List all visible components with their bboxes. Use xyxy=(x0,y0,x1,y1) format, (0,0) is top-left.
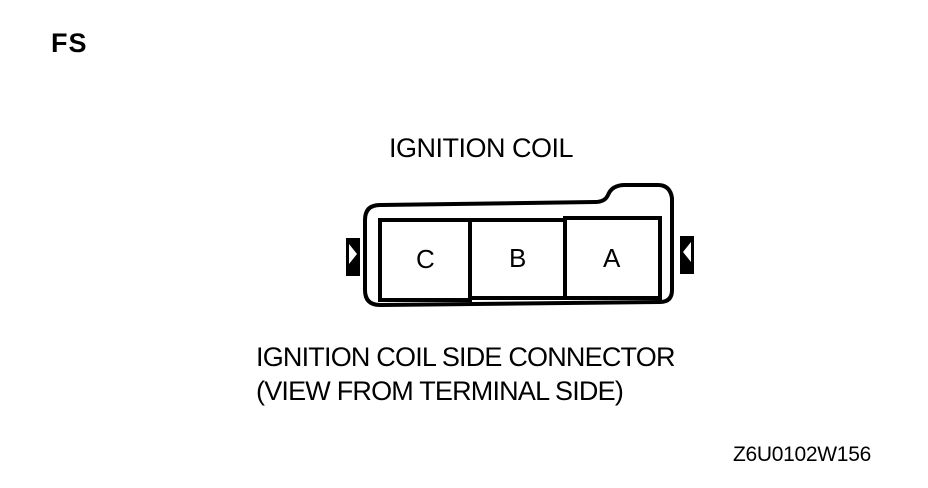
diagram-caption: IGNITION COIL SIDE CONNECTOR (VIEW FROM … xyxy=(256,340,675,408)
diagram-title: IGNITION COIL xyxy=(389,133,574,163)
caption-line-1: IGNITION COIL SIDE CONNECTOR xyxy=(256,342,675,372)
terminal-b-label: B xyxy=(509,243,526,273)
figure-code: Z6U0102W156 xyxy=(733,443,871,466)
caption-line-2: (VIEW FROM TERMINAL SIDE) xyxy=(256,376,624,406)
terminal-a-label: A xyxy=(603,243,621,273)
connector-diagram: C B A xyxy=(346,183,694,308)
terminal-a xyxy=(563,216,662,300)
section-tag: FS xyxy=(51,28,88,58)
connector-housing xyxy=(363,183,674,308)
terminal-c-label: C xyxy=(416,244,435,274)
